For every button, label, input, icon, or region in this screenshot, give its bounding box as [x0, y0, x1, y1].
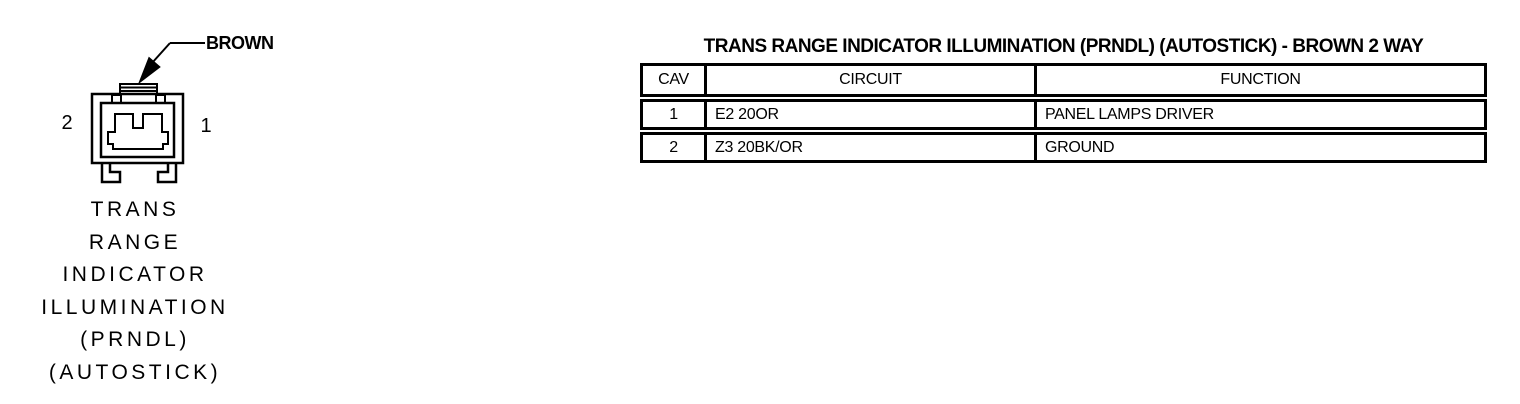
connector-lock-tab	[119, 83, 158, 95]
connector-right-leg	[156, 162, 178, 184]
caption-line: TRANS	[90, 198, 180, 221]
header-function: FUNCTION	[1220, 71, 1301, 88]
cell-function: GROUND	[1045, 138, 1115, 156]
caption-line: ILLUMINATION	[41, 295, 229, 319]
caption-line: (PRNDL)	[80, 328, 190, 351]
wire-arrowhead-icon	[137, 56, 161, 85]
connector-body-outline	[90, 92, 185, 165]
table-row: 2 Z3 20BK/OR GROUND	[640, 132, 1487, 163]
connector-inner-frame	[99, 101, 176, 159]
caption-line: (AUTOSTICK)	[48, 360, 222, 384]
pin-number-1: 1	[200, 115, 212, 137]
cell-circuit: Z3 20BK/OR	[707, 135, 1037, 160]
caption-line: RANGE	[88, 230, 182, 254]
pinout-table: CAV CIRCUIT FUNCTION 1 E2 20OR PANEL LAM…	[640, 63, 1487, 163]
cell-circuit: E2 20OR	[707, 102, 1037, 127]
header-cav: CAV	[643, 66, 707, 94]
table-title: TRANS RANGE INDICATOR ILLUMINATION (PRND…	[703, 36, 1424, 57]
wire-leader-line	[151, 42, 205, 64]
connector-caption: TRANS RANGE INDICATOR ILLUMINATION (PRND…	[6, 194, 264, 389]
cell-cav: 2	[643, 135, 707, 160]
caption-line: INDICATOR	[62, 263, 208, 286]
connector-diagram	[90, 42, 205, 184]
pin-number-2: 2	[61, 112, 73, 134]
header-circuit: CIRCUIT	[707, 66, 1037, 94]
table-row: 1 E2 20OR PANEL LAMPS DRIVER	[640, 99, 1487, 130]
cell-cav: 1	[643, 102, 707, 127]
wire-color-label: BROWN	[206, 33, 274, 53]
connector-cavity-keyway	[107, 113, 169, 150]
cell-function: PANEL LAMPS DRIVER	[1045, 105, 1214, 123]
connector-left-leg	[100, 162, 122, 184]
table-header-row: CAV CIRCUIT FUNCTION	[640, 63, 1487, 97]
